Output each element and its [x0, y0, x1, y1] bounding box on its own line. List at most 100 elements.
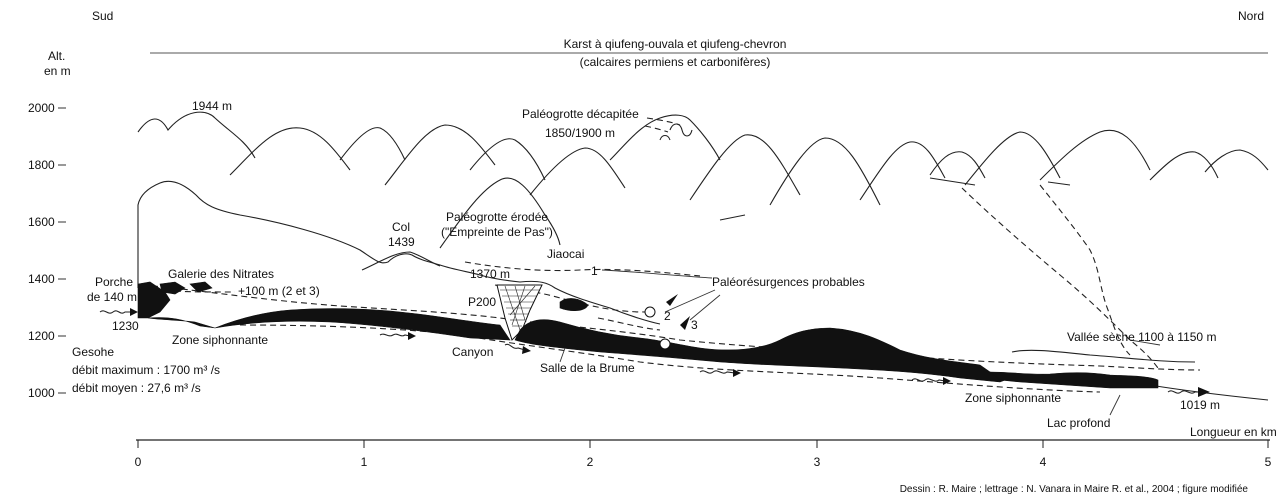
col-label-2: 1439: [388, 235, 415, 249]
leader-vallee: [1129, 339, 1161, 346]
hill: [929, 151, 986, 179]
paleo-resurgence-2: [644, 306, 656, 318]
alt-1370-label: 1370 m: [470, 267, 510, 281]
paleo-decap-label-2: 1850/1900 m: [545, 126, 615, 140]
salle-label: Salle de la Brume: [540, 361, 635, 375]
hatch: [509, 285, 536, 316]
flow-arrow: [911, 378, 946, 382]
paleo-resurgence-3: [659, 338, 671, 350]
ridge: [719, 214, 746, 221]
col-label-1: Col: [392, 220, 410, 234]
jiaocai-chamber: [559, 298, 589, 311]
hill: [1204, 149, 1269, 173]
jiaocai-label: Jiaocai: [547, 247, 584, 261]
hill: [229, 127, 351, 176]
flow-arrow: [522, 346, 531, 354]
ridge: [929, 177, 976, 186]
paleo-gallery-3: [597, 317, 661, 331]
south-label: Sud: [92, 9, 113, 23]
resurg-arrow-2: [666, 294, 678, 306]
canyon-label: Canyon: [452, 345, 493, 359]
flow-arrow: [733, 369, 741, 377]
paleo-resurg-label: Paléorésurgences probables: [712, 275, 865, 289]
flow-arrow: [99, 310, 130, 314]
resurg-arrow-3: [680, 316, 690, 330]
hill: [964, 131, 1061, 186]
paleo-erodee-label-1: Paléogrotte érodée: [446, 210, 548, 224]
y-tick-label: 1600: [28, 215, 55, 229]
paleo-erodee-label-2: ("Empreinte de Pas"): [441, 225, 553, 239]
y-axis-title-1: Alt.: [48, 49, 65, 63]
hill: [1149, 151, 1219, 181]
flow-arrow: [130, 308, 138, 316]
hill: [859, 141, 946, 201]
leader-lac: [1109, 394, 1121, 416]
y-tick-label: 1400: [28, 272, 55, 286]
x-tick-label: 2: [587, 455, 594, 469]
x-axis-ticks: 0 1 2 3 4 5: [135, 440, 1272, 469]
flow-arrow: [1198, 387, 1210, 397]
leader-resurg-2: [664, 289, 716, 313]
x-tick-label: 0: [135, 455, 142, 469]
y-axis-title-2: en m: [44, 64, 71, 78]
y-tick-label: 2000: [28, 101, 55, 115]
x-tick-label: 5: [1265, 455, 1272, 469]
y-axis-ticks: 2000 1800 1600 1400 1200 1000: [28, 101, 66, 400]
header-title: Karst à qiufeng-ouvala et qiufeng-chevro…: [564, 37, 787, 51]
col-ridge: [361, 251, 441, 271]
fault-dashed-2: [1039, 184, 1131, 356]
flow-arrow: [1167, 390, 1200, 394]
hill: [689, 134, 801, 201]
x-tick-label: 4: [1040, 455, 1047, 469]
alt-1019-label: 1019 m: [1180, 398, 1220, 412]
ridge: [1047, 181, 1071, 186]
main-gallery-2: [514, 319, 1011, 383]
p200-label: P200: [468, 295, 496, 309]
leader-salle: [559, 347, 566, 363]
y-tick-label: 1000: [28, 386, 55, 400]
upper-dashed-envelope: [141, 284, 1201, 371]
flow-arrows: [99, 294, 1210, 397]
header-subtitle: (calcaires permiens et carbonifères): [580, 55, 771, 69]
diagram-labels: 1944 m Paléogrotte décapitée 1850/1900 m…: [72, 99, 1220, 430]
credit-line: Dessin : R. Maire ; lettrage : N. Vanara…: [900, 484, 1249, 495]
paleo-decap-arch: [669, 123, 693, 137]
paleo-decap-label-1: Paléogrotte décapitée: [522, 107, 639, 121]
hill: [1039, 129, 1151, 181]
hill: [529, 147, 626, 196]
fault-dashed-1: [961, 187, 1159, 369]
hill: [339, 127, 406, 161]
lower-dashed-envelope: [239, 324, 1101, 393]
gallery-2-number: 2: [664, 309, 671, 323]
vallee-label: Vallée sèche 1100 à 1150 m: [1067, 330, 1216, 344]
porche-label-2: de 140 m: [87, 290, 137, 304]
hatch: [504, 285, 521, 331]
gallery-1-number: 1: [591, 264, 598, 278]
north-surface: [1011, 349, 1196, 363]
porche-label-1: Porche: [95, 275, 133, 289]
flow-arrow: [943, 377, 951, 385]
main-gallery-3: [989, 371, 1159, 389]
background-hills: [137, 111, 1269, 249]
galerie-label-1: Galerie des Nitrates: [168, 267, 274, 281]
hill: [609, 114, 721, 161]
lac-label: Lac profond: [1047, 416, 1110, 430]
galerie-label-2: +100 m (2 et 3): [238, 284, 320, 298]
paleo-gallery-1: [464, 261, 701, 277]
flow-arrow: [699, 370, 736, 374]
nitrates-chamber: [159, 281, 186, 295]
hill: [137, 111, 256, 159]
hill: [469, 138, 546, 181]
debit-max-label: débit maximum : 1700 m³ /s: [72, 363, 220, 377]
north-label: Nord: [1238, 9, 1264, 23]
flow-arrow: [504, 343, 526, 351]
y-tick-label: 1200: [28, 329, 55, 343]
paleo-decap-dash-2: [644, 125, 669, 133]
leader-1: [601, 269, 713, 279]
gesohe-label: Gesohe: [72, 345, 114, 359]
nitrates-chamber-2: [189, 281, 213, 293]
surface-profile: [137, 180, 661, 325]
zone-siph-label-1: Zone siphonnante: [172, 333, 268, 347]
debit-moy-label: débit moyen : 27,6 m³ /s: [72, 381, 201, 395]
